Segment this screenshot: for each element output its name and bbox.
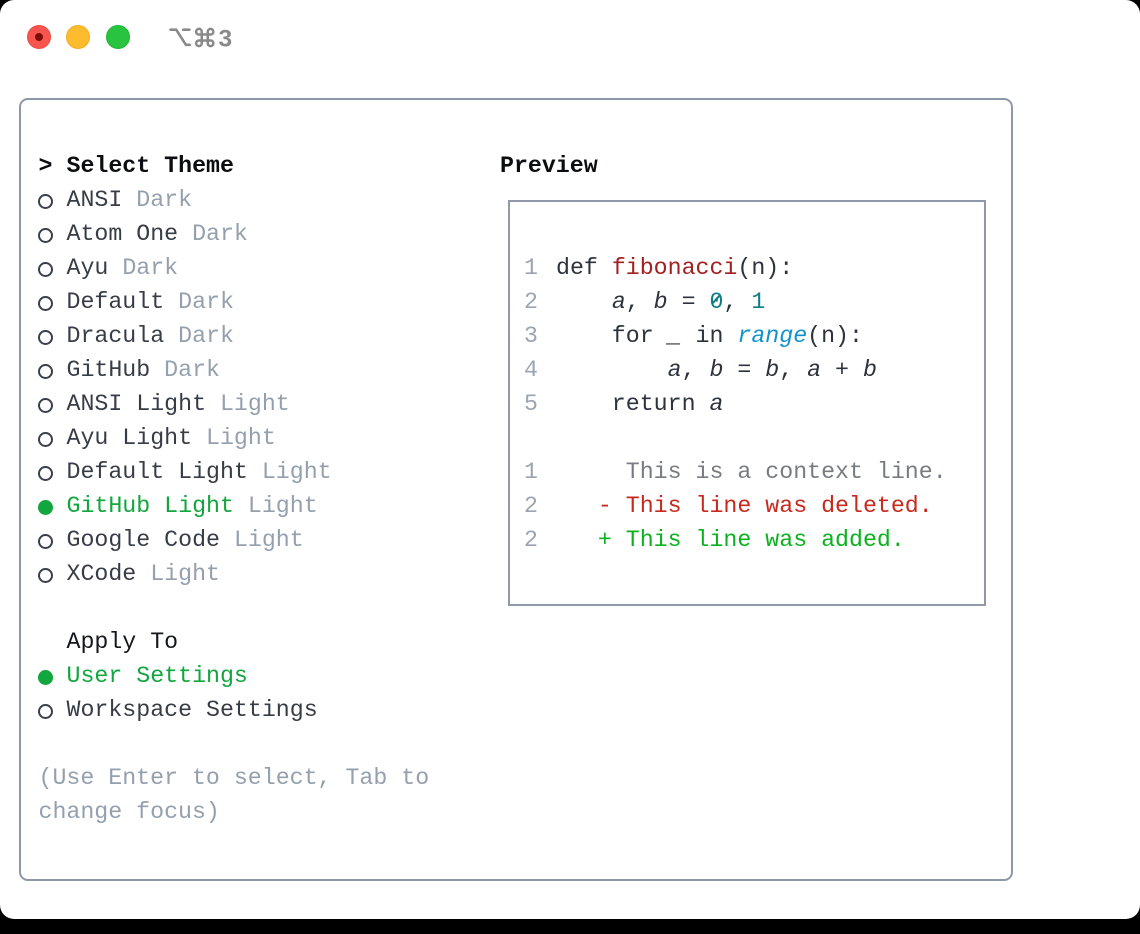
svg-text:3: 3 bbox=[219, 25, 233, 51]
